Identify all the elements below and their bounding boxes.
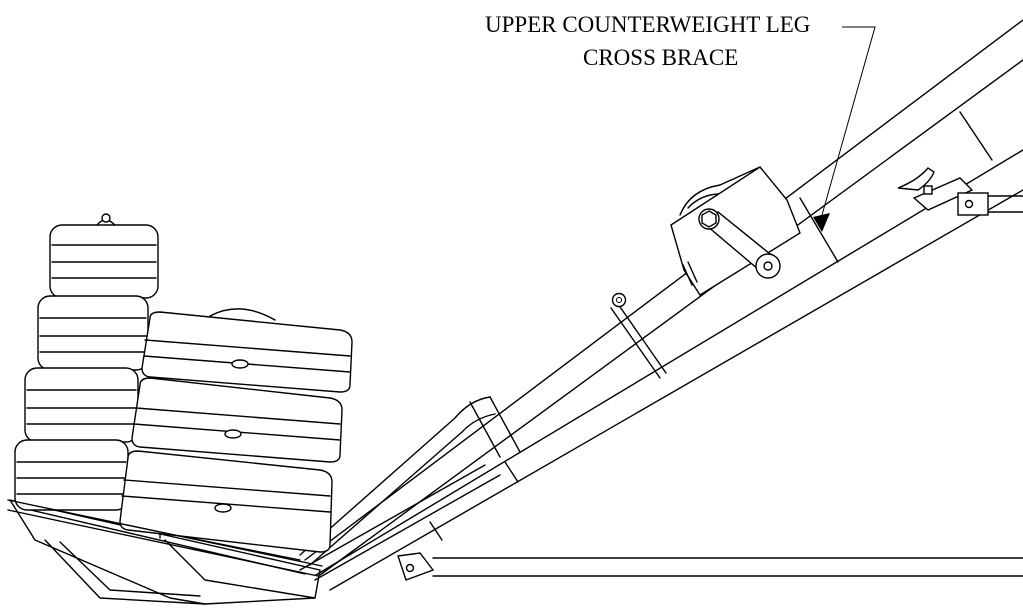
right-arm — [957, 192, 1023, 216]
callout-line-2: CROSS BRACE — [583, 45, 738, 70]
leader-line — [821, 26, 876, 216]
leg-bands — [429, 111, 993, 541]
leader-arrowhead — [813, 213, 830, 232]
callout-line-1: UPPER COUNTERWEIGHT LEG — [485, 12, 810, 37]
winch-assembly — [670, 166, 801, 296]
lower-leg-tube — [315, 149, 1023, 591]
pivot-ring — [611, 292, 627, 308]
latch-bracket — [897, 167, 974, 211]
tray-base — [7, 499, 323, 577]
lower-arm — [397, 552, 1023, 581]
weight-stack-right — [119, 308, 353, 553]
upper-leg-tube — [304, 19, 1023, 576]
callout-annotation: UPPER COUNTERWEIGHT LEG CROSS BRACE — [485, 12, 876, 232]
diagonal-struts — [299, 396, 521, 581]
weight-stack-left — [14, 213, 159, 511]
